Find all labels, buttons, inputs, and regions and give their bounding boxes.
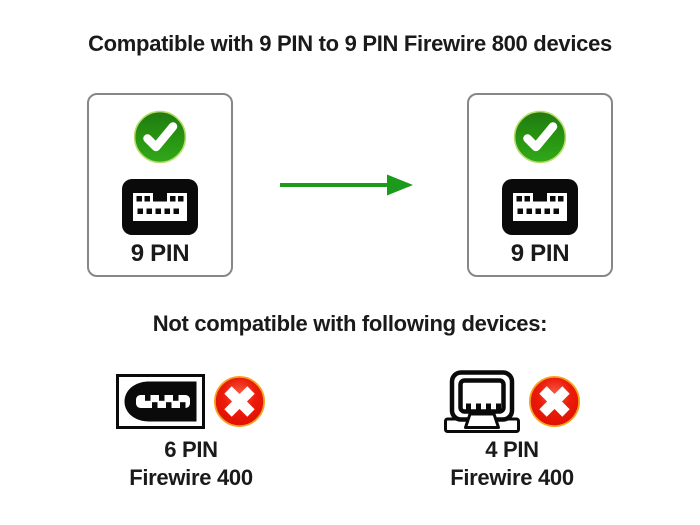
compatible-heading: Compatible with 9 PIN to 9 PIN Firewire … [88, 31, 612, 56]
firewire-800-9pin-connector-icon [122, 179, 198, 235]
compatible-device-card-left: 9 PIN [87, 93, 233, 277]
incompatible-device-6pin: 6 PIN Firewire 400 [97, 372, 285, 492]
cross-circle-icon [213, 375, 266, 433]
icon-row [443, 369, 581, 439]
firewire-400-6pin-connector-icon [116, 374, 205, 434]
firewire-800-9pin-connector-icon [502, 179, 578, 235]
device-type-label: Firewire 400 [450, 465, 574, 490]
compatible-device-card-right: 9 PIN [467, 93, 613, 277]
incompatible-device-4pin: 4 PIN Firewire 400 [418, 369, 606, 492]
not-compatible-heading: Not compatible with following devices: [152, 311, 548, 336]
pin-count-label: 9 PIN [130, 240, 190, 267]
cross-circle-icon [528, 375, 581, 433]
arrow-right-icon [280, 172, 415, 198]
pin-count-label: 6 PIN [164, 437, 218, 462]
check-circle-icon [133, 110, 187, 164]
firewire-400-4pin-connector-icon [443, 369, 520, 439]
check-circle-icon [513, 110, 567, 164]
pin-count-label: 9 PIN [510, 240, 570, 267]
pin-count-label: 4 PIN [485, 437, 539, 462]
icon-row [116, 372, 266, 436]
device-type-label: Firewire 400 [129, 465, 253, 490]
